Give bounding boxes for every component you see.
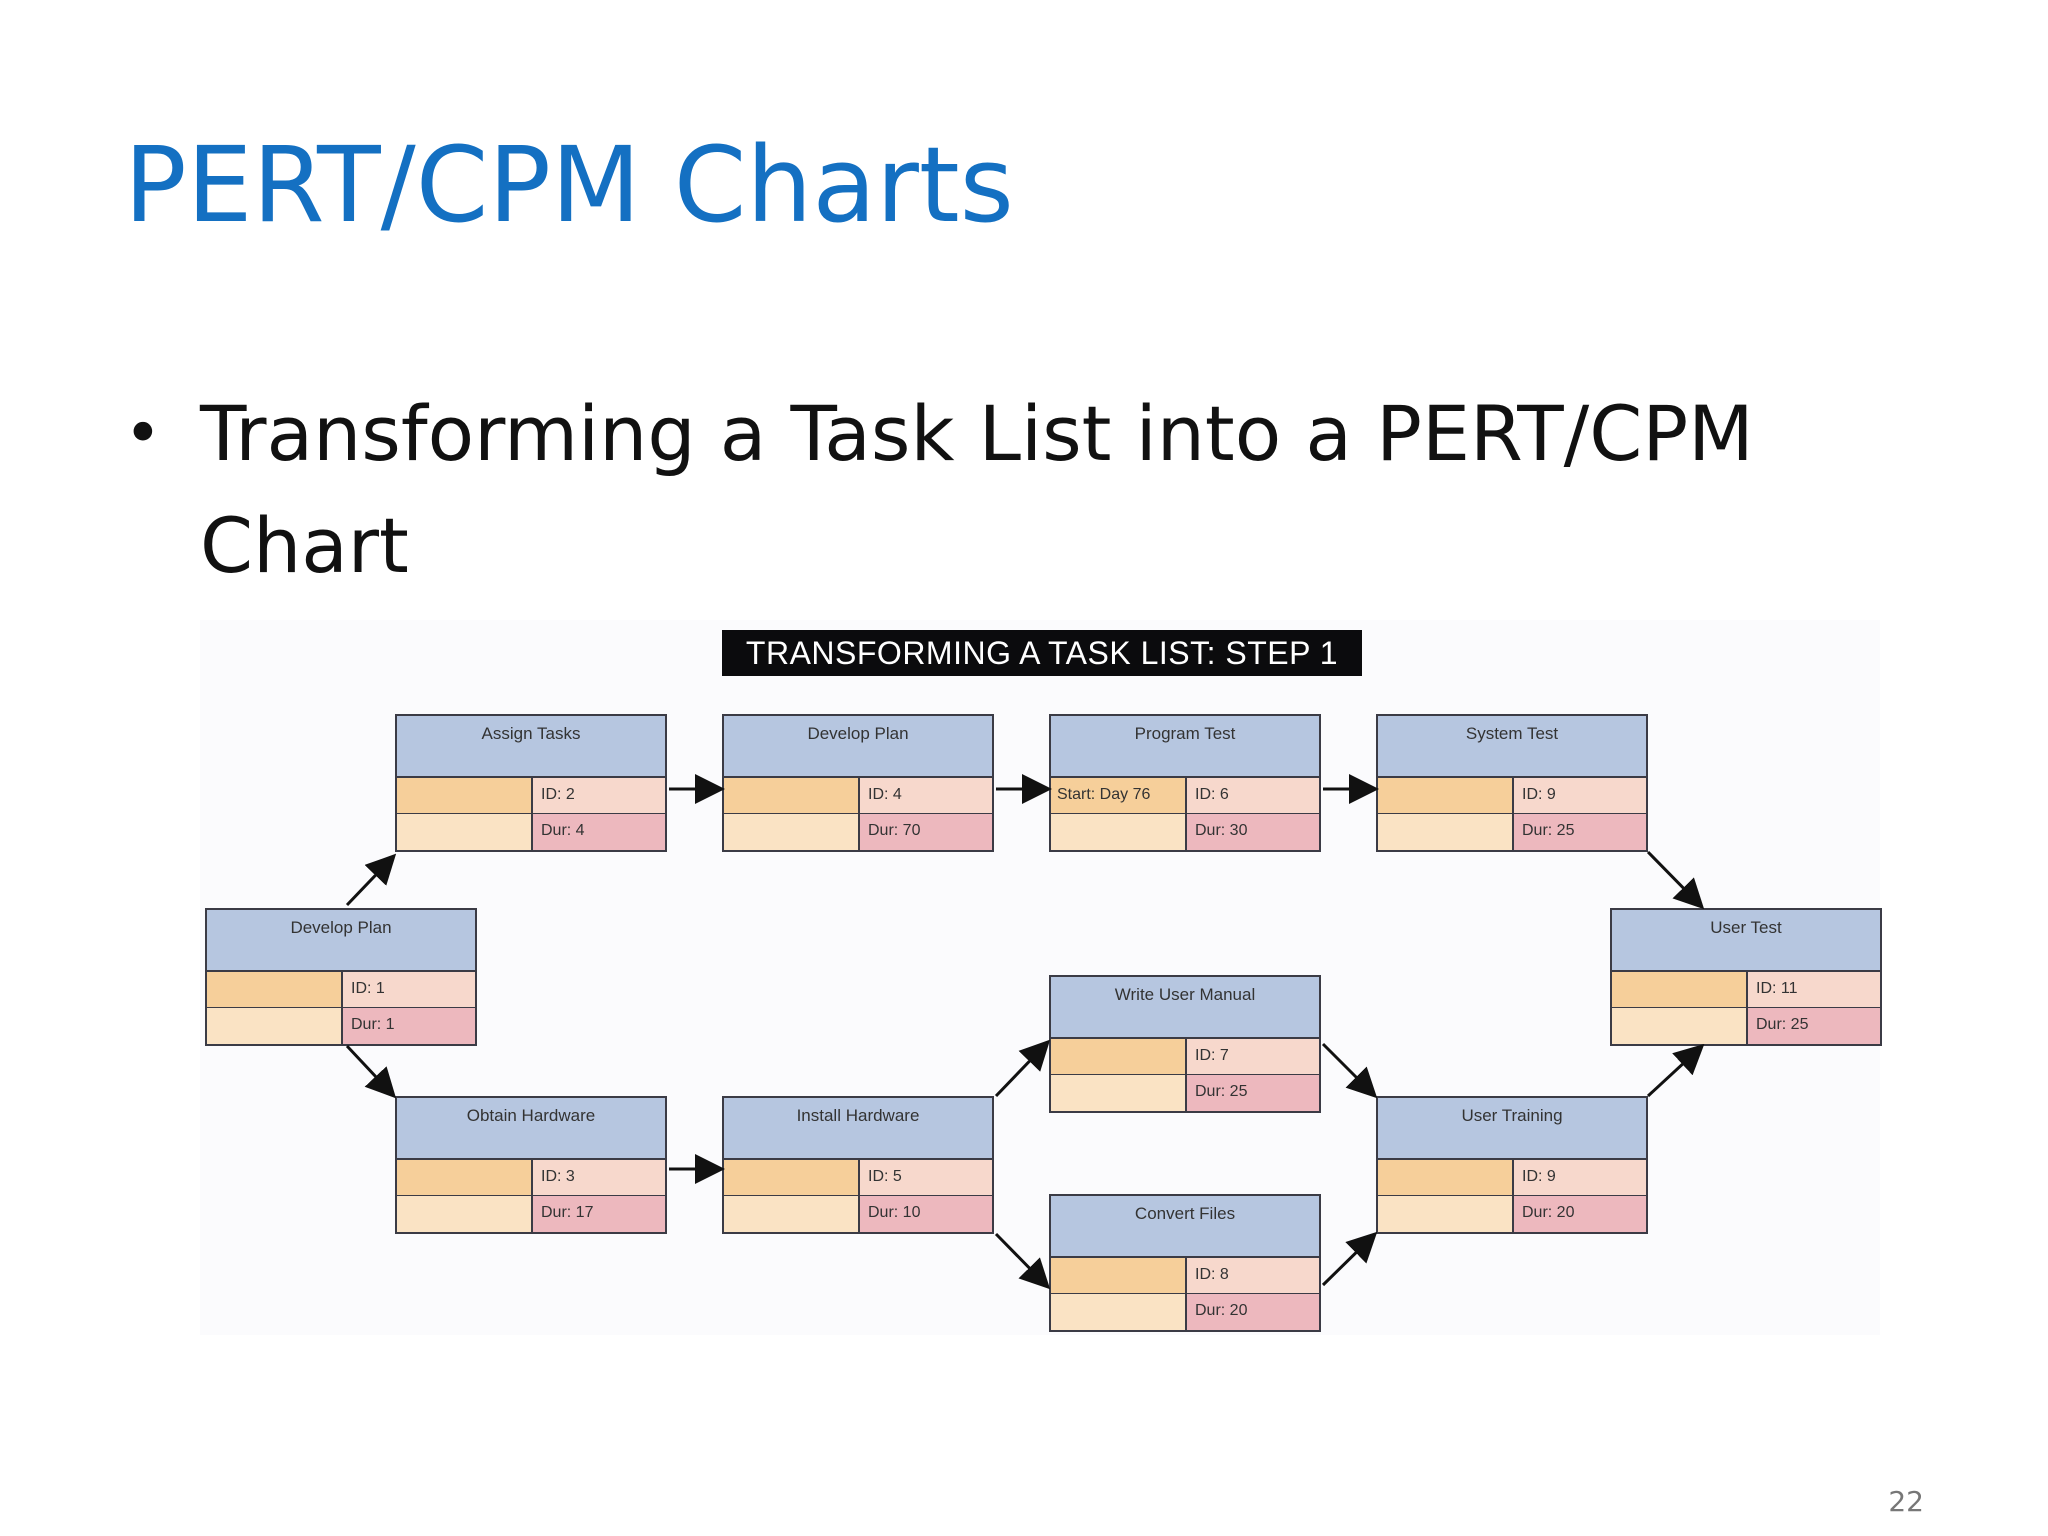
node-blank (397, 814, 533, 850)
node-start (1051, 1258, 1187, 1294)
node-user-test: User Test ID: 11 Dur: 25 (1610, 908, 1882, 1046)
node-duration: Dur: 25 (1514, 814, 1646, 850)
node-develop-plan-1: Develop Plan ID: 1 Dur: 1 (205, 908, 477, 1046)
node-name: Develop Plan (207, 910, 475, 972)
node-name: Write User Manual (1051, 977, 1319, 1039)
node-id: ID: 4 (860, 778, 992, 814)
node-start (1378, 1160, 1514, 1196)
node-obtain-hardware: Obtain Hardware ID: 3 Dur: 17 (395, 1096, 667, 1234)
node-duration: Dur: 4 (533, 814, 665, 850)
bullet-text: Transforming a Task List into a PERT/CPM… (200, 389, 1754, 590)
node-duration: Dur: 17 (533, 1196, 665, 1232)
node-blank (1051, 1294, 1187, 1330)
node-name: Convert Files (1051, 1196, 1319, 1258)
node-blank (207, 1008, 343, 1044)
node-blank (1612, 1008, 1748, 1044)
node-id: ID: 6 (1187, 778, 1319, 814)
node-assign-tasks: Assign Tasks ID: 2 Dur: 4 (395, 714, 667, 852)
node-convert-files: Convert Files ID: 8 Dur: 20 (1049, 1194, 1321, 1332)
node-blank (724, 814, 860, 850)
node-name: Assign Tasks (397, 716, 665, 778)
node-start (724, 778, 860, 814)
node-id: ID: 2 (533, 778, 665, 814)
node-name: Install Hardware (724, 1098, 992, 1160)
node-duration: Dur: 25 (1748, 1008, 1880, 1044)
node-name: Program Test (1051, 716, 1319, 778)
node-id: ID: 5 (860, 1160, 992, 1196)
node-id: ID: 1 (343, 972, 475, 1008)
node-duration: Dur: 10 (860, 1196, 992, 1232)
node-name: System Test (1378, 716, 1646, 778)
node-write-user-manual: Write User Manual ID: 7 Dur: 25 (1049, 975, 1321, 1113)
node-program-test: Program Test Start: Day 76 ID: 6 Dur: 30 (1049, 714, 1321, 852)
node-start (1378, 778, 1514, 814)
node-user-training: User Training ID: 9 Dur: 20 (1376, 1096, 1648, 1234)
node-start (1051, 1039, 1187, 1075)
node-blank (1051, 1075, 1187, 1111)
node-develop-plan-4: Develop Plan ID: 4 Dur: 70 (722, 714, 994, 852)
node-id: ID: 7 (1187, 1039, 1319, 1075)
node-id: ID: 3 (533, 1160, 665, 1196)
node-install-hardware: Install Hardware ID: 5 Dur: 10 (722, 1096, 994, 1234)
node-duration: Dur: 25 (1187, 1075, 1319, 1111)
node-duration: Dur: 20 (1187, 1294, 1319, 1330)
node-id: ID: 9 (1514, 1160, 1646, 1196)
page-number: 22 (1888, 1485, 1924, 1518)
node-duration: Dur: 1 (343, 1008, 475, 1044)
node-duration: Dur: 30 (1187, 814, 1319, 850)
diagram-title: TRANSFORMING A TASK LIST: STEP 1 (722, 630, 1362, 676)
node-blank (724, 1196, 860, 1232)
node-system-test: System Test ID: 9 Dur: 25 (1376, 714, 1648, 852)
node-blank (1378, 1196, 1514, 1232)
node-blank (1051, 814, 1187, 850)
node-id: ID: 8 (1187, 1258, 1319, 1294)
node-id: ID: 9 (1514, 778, 1646, 814)
node-name: User Test (1612, 910, 1880, 972)
node-blank (1378, 814, 1514, 850)
node-start: Start: Day 76 (1051, 778, 1187, 814)
node-blank (397, 1196, 533, 1232)
node-name: Develop Plan (724, 716, 992, 778)
node-start (397, 1160, 533, 1196)
bullet-dot-icon: • (124, 397, 162, 471)
node-id: ID: 11 (1748, 972, 1880, 1008)
node-start (724, 1160, 860, 1196)
node-start (207, 972, 343, 1008)
node-start (397, 778, 533, 814)
node-name: Obtain Hardware (397, 1098, 665, 1160)
node-duration: Dur: 70 (860, 814, 992, 850)
node-duration: Dur: 20 (1514, 1196, 1646, 1232)
node-name: User Training (1378, 1098, 1646, 1160)
node-start (1612, 972, 1748, 1008)
slide-title: PERT/CPM Charts (124, 124, 1014, 246)
